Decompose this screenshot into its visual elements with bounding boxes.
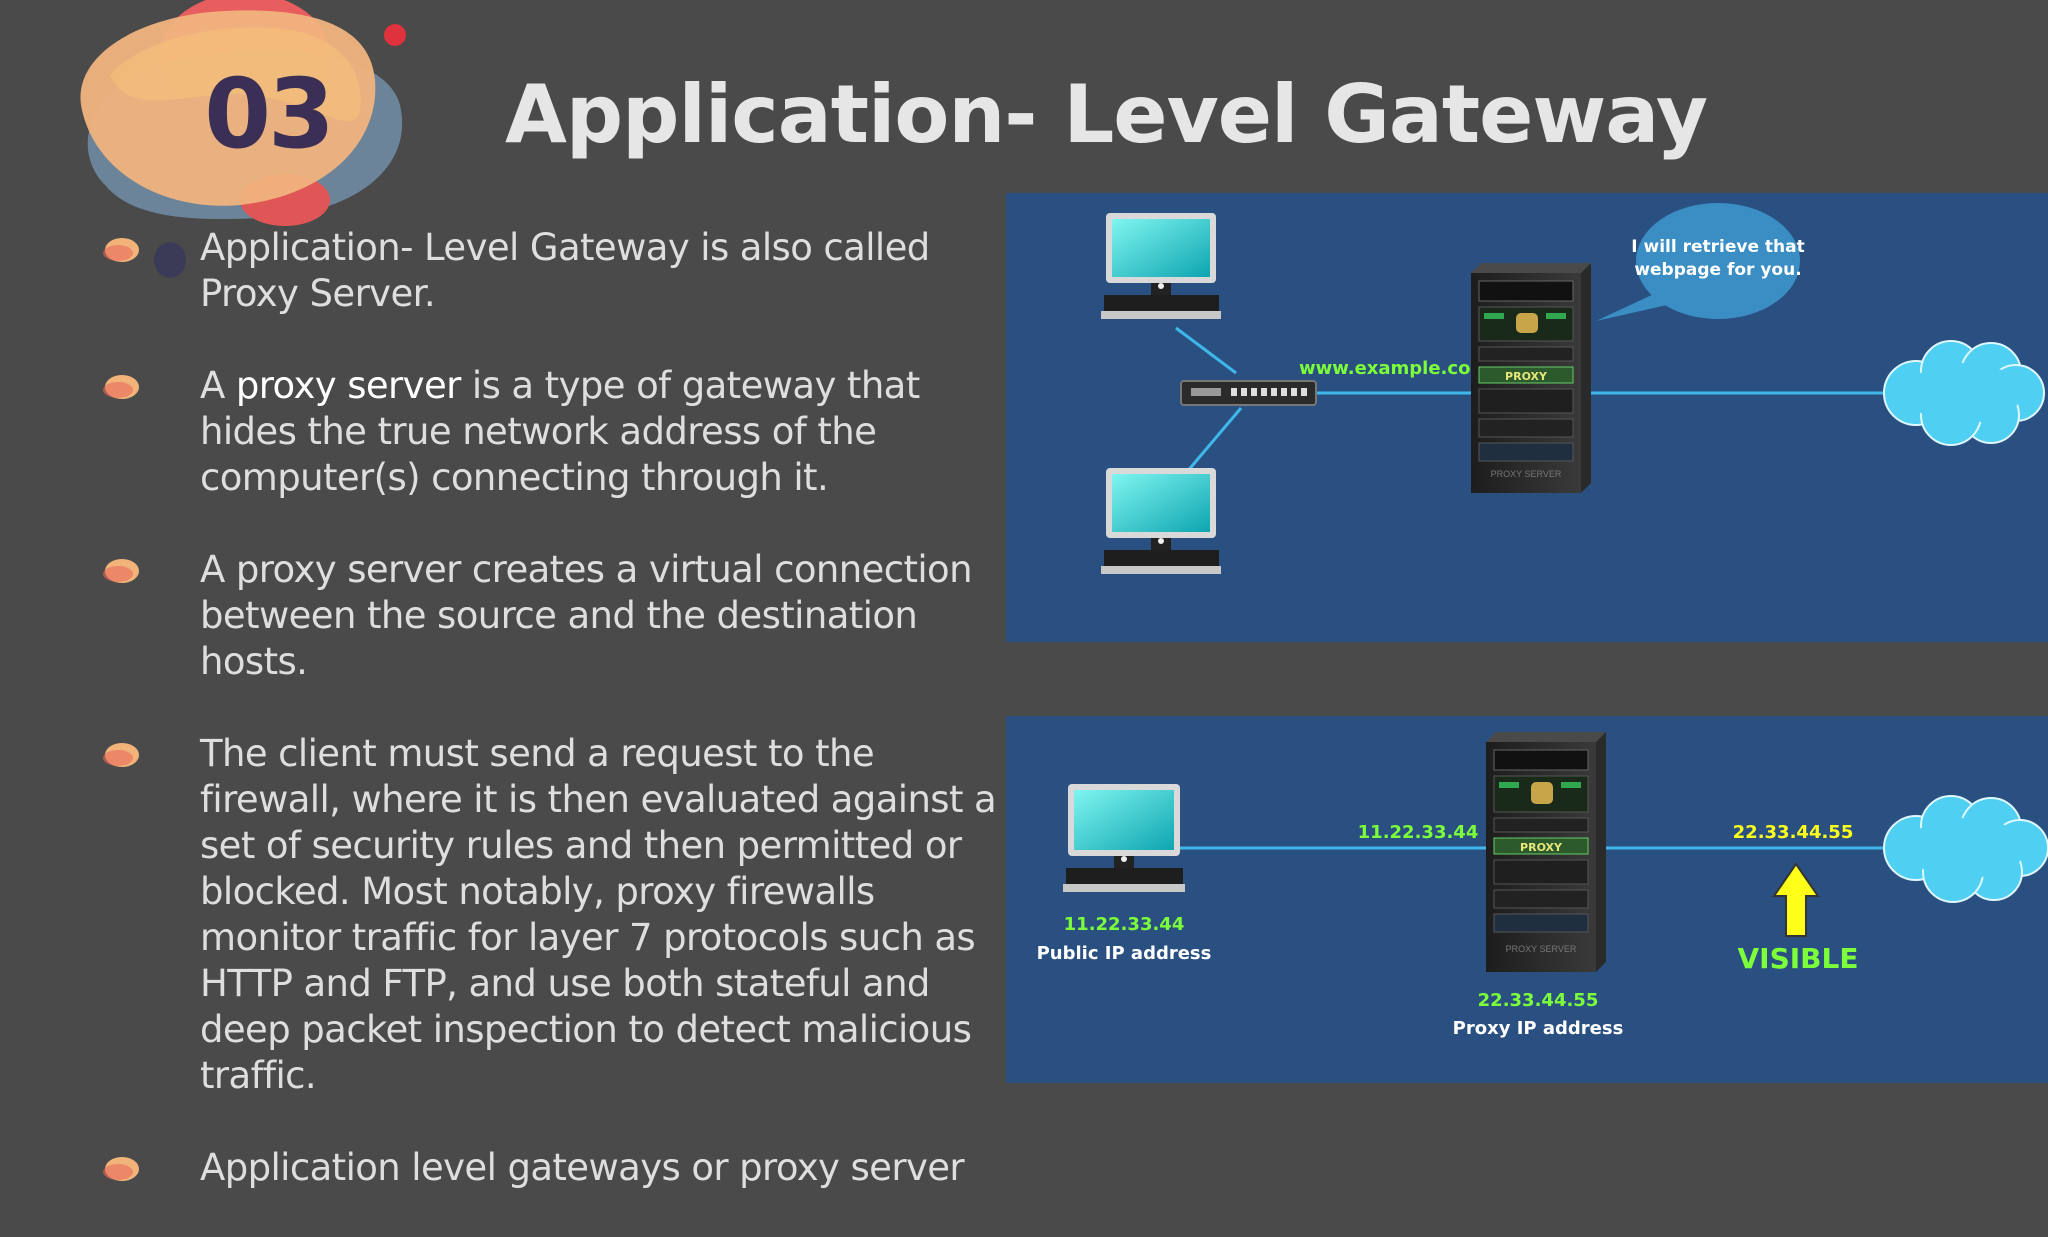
proxy-server-icon: PROXY PROXY SERVER bbox=[1486, 732, 1606, 972]
proxy-rack-label: PROXY bbox=[1505, 370, 1548, 383]
server-rack-label: PROXY SERVER bbox=[1491, 469, 1562, 479]
client-ip: 11.22.33.44 bbox=[1064, 914, 1185, 935]
slide-number: 03 bbox=[204, 58, 335, 170]
bullet-blob-icon bbox=[103, 743, 139, 767]
proxy-network-diagram: www.example.com PROXY PROXY SERVER I wil… bbox=[1006, 193, 2048, 642]
client-caption: Public IP address bbox=[1037, 943, 1212, 964]
proxy-server-icon: PROXY PROXY SERVER bbox=[1471, 263, 1591, 493]
internet-cloud-icon bbox=[1883, 795, 2048, 903]
server-rack-label: PROXY SERVER bbox=[1506, 944, 1577, 954]
speech-bubble: I will retrieve that webpage for you. bbox=[1596, 203, 1805, 321]
up-arrow-icon bbox=[1772, 862, 1820, 937]
list-item: A proxy server is a type of gateway that… bbox=[100, 363, 1010, 501]
computer-icon bbox=[1063, 784, 1185, 892]
bullet-blob-icon bbox=[103, 375, 139, 399]
computer-icon bbox=[1101, 213, 1221, 319]
bullet-emphasis: proxy server bbox=[235, 364, 461, 407]
bullet-list: Application- Level Gateway is also calle… bbox=[100, 225, 1010, 1237]
bullet-text: is a type of gateway that hides the true… bbox=[200, 364, 920, 499]
list-item: A proxy server creates a virtual connect… bbox=[100, 547, 1010, 685]
proxy-caption: Proxy IP address bbox=[1453, 1018, 1624, 1039]
computer-icon bbox=[1101, 468, 1221, 574]
bullet-blob-icon bbox=[103, 559, 139, 583]
list-item: Application- Level Gateway is also calle… bbox=[100, 225, 1010, 317]
bullet-lead: A bbox=[200, 364, 236, 407]
internet-cloud-icon bbox=[1883, 340, 2045, 446]
bullet-text: Application level gateways or proxy serv… bbox=[200, 1146, 965, 1189]
bullet-text: A proxy server creates a virtual connect… bbox=[200, 548, 973, 683]
proxy-network-drawing: www.example.com PROXY PROXY SERVER I wil… bbox=[1101, 203, 2045, 574]
speech-line-2: webpage for you. bbox=[1634, 260, 1801, 280]
speech-line-1: I will retrieve that bbox=[1631, 237, 1805, 257]
link-ip-right: 22.33.44.55 bbox=[1733, 822, 1854, 843]
network-switch-icon bbox=[1180, 380, 1317, 406]
proxy-ip: 22.33.44.55 bbox=[1478, 990, 1599, 1011]
list-item: The client must send a request to the fi… bbox=[100, 731, 1010, 1099]
bullet-blob-icon bbox=[103, 238, 186, 278]
bullet-blob-icon bbox=[103, 1157, 139, 1181]
slide-number-badge: 03 bbox=[70, 0, 420, 235]
badge-blob-shapes bbox=[80, 0, 406, 226]
proxy-rack-label: PROXY bbox=[1520, 841, 1563, 854]
bullet-text: The client must send a request to the fi… bbox=[200, 732, 997, 1097]
link-ip-left: 11.22.33.44 bbox=[1358, 822, 1479, 843]
bullet-text: Application- Level Gateway is also calle… bbox=[200, 226, 930, 315]
proxy-ip-diagram: 11.22.33.44 Public IP address 11.22.33.4… bbox=[1006, 716, 2048, 1083]
visible-label: VISIBLE bbox=[1738, 942, 1859, 975]
slide-title: Application- Level Gateway bbox=[505, 68, 1708, 161]
proxy-ip-drawing: 11.22.33.44 Public IP address 11.22.33.4… bbox=[1037, 732, 2048, 1039]
url-label: www.example.com bbox=[1299, 358, 1489, 379]
